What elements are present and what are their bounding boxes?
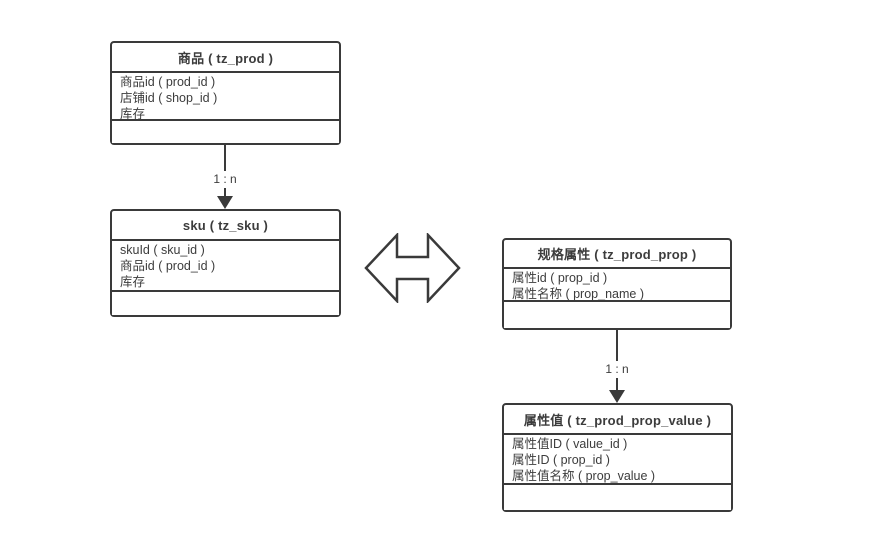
relation-label-prop-value: 1 : n bbox=[594, 361, 640, 378]
field-row: 属性ID ( prop_id ) bbox=[512, 453, 610, 467]
relation-line-prop-value bbox=[616, 330, 618, 391]
table-prod: 商品 ( tz_prod ) 商品id ( prod_id ) 店铺id ( s… bbox=[110, 41, 341, 145]
field-row: 属性值ID ( value_id ) bbox=[512, 437, 628, 451]
table-sku-fields: skuId ( sku_id ) 商品id ( prod_id ) 库存 bbox=[112, 241, 339, 292]
field-row: 库存 bbox=[120, 275, 146, 289]
field-row: 商品id ( prod_id ) bbox=[120, 259, 216, 273]
field-row: 商品id ( prod_id ) bbox=[120, 75, 216, 89]
table-sku-empty-row bbox=[112, 292, 339, 315]
table-prod-prop-empty-row bbox=[504, 302, 730, 328]
table-prod-prop: 规格属性 ( tz_prod_prop ) 属性id ( prop_id ) 属… bbox=[502, 238, 732, 330]
table-prod-empty-row bbox=[112, 121, 339, 143]
table-prod-prop-title: 规格属性 ( tz_prod_prop ) bbox=[504, 240, 730, 269]
field-row: skuId ( sku_id ) bbox=[120, 243, 205, 257]
field-row: 库存 bbox=[120, 107, 146, 121]
table-prod-title: 商品 ( tz_prod ) bbox=[112, 43, 339, 73]
field-row: 店铺id ( shop_id ) bbox=[120, 91, 218, 105]
table-prod-fields: 商品id ( prod_id ) 店铺id ( shop_id ) 库存 bbox=[112, 73, 339, 121]
double-headed-arrow-icon bbox=[364, 233, 461, 303]
table-sku: sku ( tz_sku ) skuId ( sku_id ) 商品id ( p… bbox=[110, 209, 341, 317]
table-prod-prop-value: 属性值 ( tz_prod_prop_value ) 属性值ID ( value… bbox=[502, 403, 733, 512]
arrow-down-icon bbox=[609, 390, 625, 403]
field-row: 属性id ( prop_id ) bbox=[512, 271, 608, 285]
arrow-down-icon bbox=[217, 196, 233, 209]
table-sku-title: sku ( tz_sku ) bbox=[112, 211, 339, 241]
table-prod-prop-value-empty-row bbox=[504, 485, 731, 510]
field-row: 属性值名称 ( prop_value ) bbox=[512, 469, 656, 483]
field-row: 属性名称 ( prop_name ) bbox=[512, 287, 644, 301]
table-prod-prop-fields: 属性id ( prop_id ) 属性名称 ( prop_name ) bbox=[504, 269, 730, 302]
table-prod-prop-value-fields: 属性值ID ( value_id ) 属性ID ( prop_id ) 属性值名… bbox=[504, 435, 731, 485]
table-prod-prop-value-title: 属性值 ( tz_prod_prop_value ) bbox=[504, 405, 731, 435]
relation-label-prod-sku: 1 : n bbox=[202, 171, 248, 188]
